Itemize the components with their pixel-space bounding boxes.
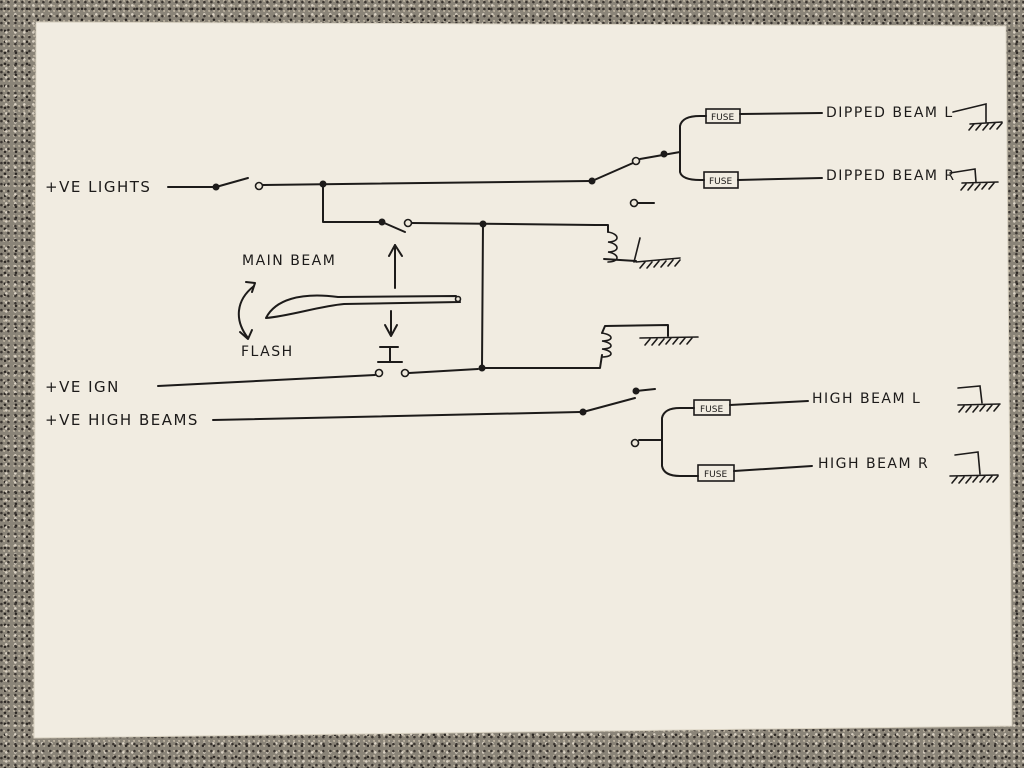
label-ve-lights: +VE LIGHTS [45,178,151,196]
stalk-lever [265,294,462,319]
high-relay-contact [579,387,663,448]
high-beams-wire [212,411,581,421]
flash-arrow [384,310,398,337]
svg-text:FUSE: FUSE [704,470,727,480]
relay-coil-lower [481,324,699,369]
curved-arrow [237,281,256,340]
svg-text:FUSE: FUSE [700,405,723,415]
svg-text:FUSE: FUSE [711,113,734,123]
flash-switch [374,346,410,378]
ground-dipped-r [949,168,999,191]
dipped-branch [679,115,707,181]
label-high-beam-l: HIGH BEAM L [812,391,921,407]
fuse-high-r: FUSE [697,464,735,482]
label-dipped-beam-l: DIPPED BEAM L [826,105,954,121]
label-high-beam-r: HIGH BEAM R [818,456,929,472]
label-ve-high-beams: +VE HIGH BEAMS [45,411,199,429]
main-beam-arrow [388,244,403,289]
high-branch [661,407,699,477]
dipped-relay-contact [588,150,681,208]
ign-wire [157,374,376,387]
lights-switch [167,177,264,191]
relay-coil-upper [594,224,681,269]
fuse-high-l: FUSE [693,399,731,416]
label-dipped-beam-r: DIPPED BEAM R [826,168,956,184]
ground-high-l [957,385,1001,413]
ign-to-relay [408,368,479,374]
svg-text:FUSE: FUSE [709,177,732,187]
label-flash: FLASH [241,344,294,360]
label-ve-ign: +VE IGN [45,378,120,396]
ground-dipped-l [952,102,1003,131]
label-main-beam: MAIN BEAM [242,253,336,269]
paper-sheet [33,21,1013,739]
ground-high-r [949,451,999,484]
fuse-dipped-l: FUSE [705,108,741,124]
